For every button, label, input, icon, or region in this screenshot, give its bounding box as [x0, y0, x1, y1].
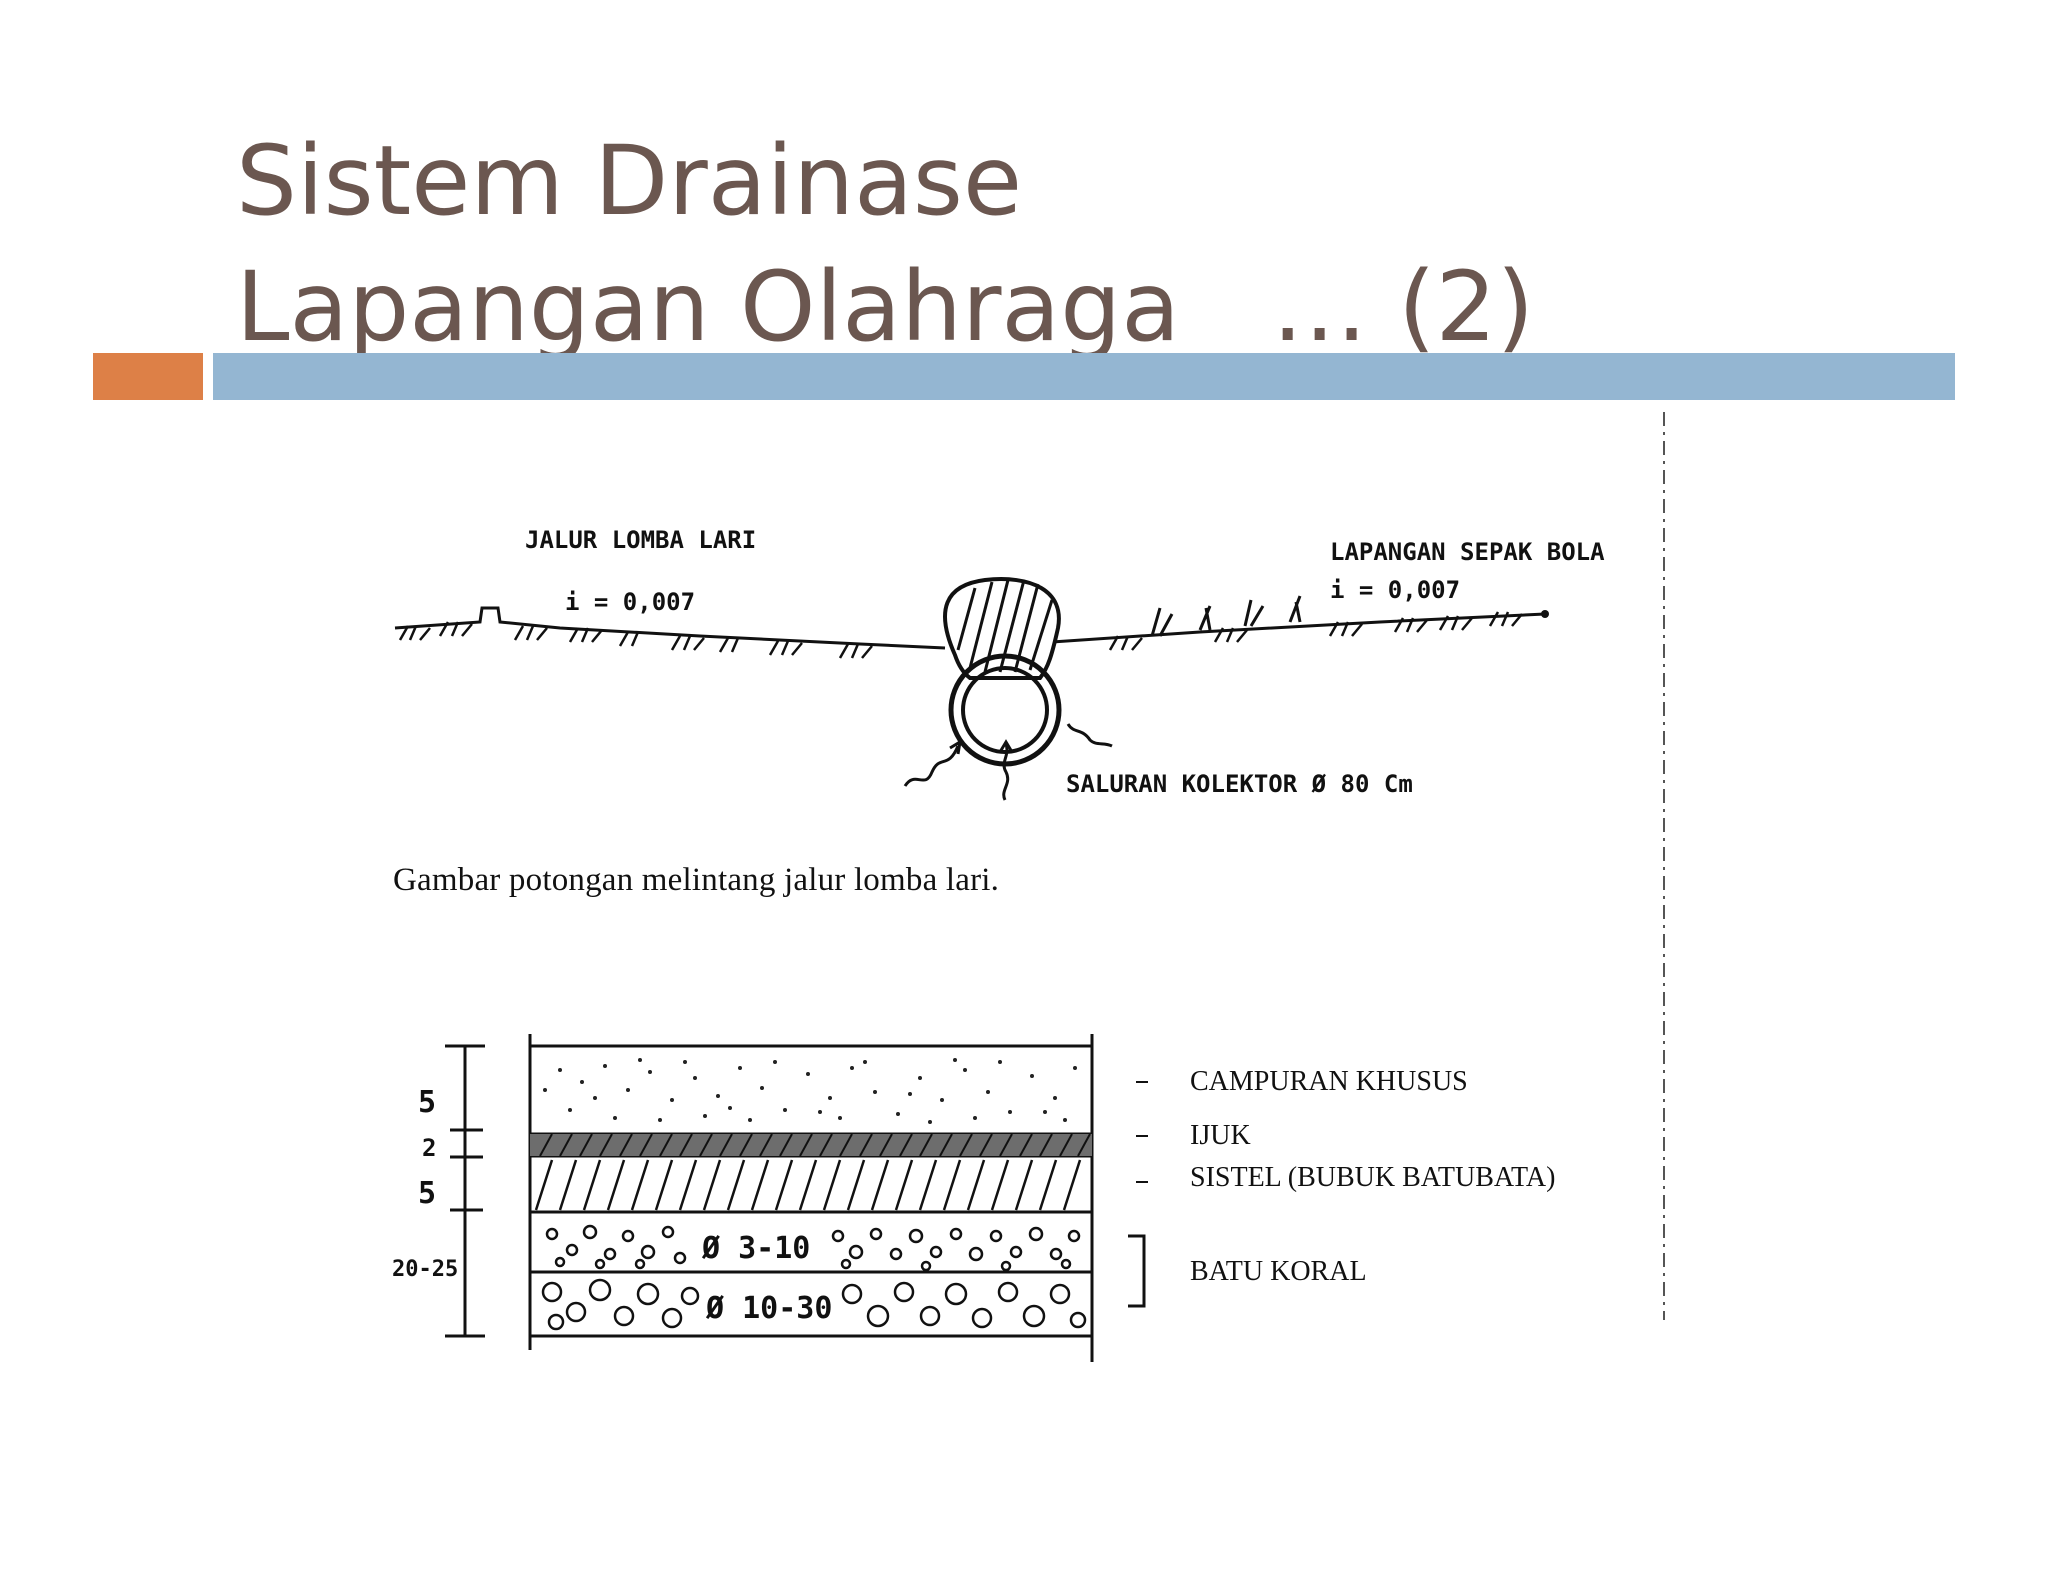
layer-sistel: [534, 1159, 1082, 1211]
title-line-1: Sistem Drainase: [236, 125, 1022, 237]
ground-line-left: [394, 606, 946, 650]
layer-fine-gravel: [545, 1224, 1081, 1272]
legend-sistel: SISTEL (BUBUK BATUBATA): [1190, 1162, 1555, 1193]
label-left-slope: i = 0,007: [565, 588, 695, 616]
accent-bar-orange: [93, 353, 203, 400]
dim-20-25: 20-25: [392, 1257, 458, 1282]
label-fine-aggregate: Ø 3-10: [701, 1231, 810, 1266]
label-coarse-aggregate: Ø 10-30: [705, 1291, 832, 1326]
layer-coarse-gravel: [541, 1278, 1087, 1331]
accent-bar-blue: [213, 353, 1955, 400]
flow-arrows: [903, 723, 1113, 801]
legend-batu-koral: BATU KORAL: [1190, 1256, 1367, 1287]
slide-title: Sistem Drainase Lapangan Olahraga … (2): [236, 118, 1534, 370]
title-line-2: Lapangan Olahraga … (2): [236, 251, 1535, 363]
dimension-line: [445, 1044, 485, 1338]
label-jalur-lomba-lari: JALUR LOMBA LARI: [525, 526, 756, 554]
label-right-slope: i = 0,007: [1330, 576, 1460, 604]
ground-line-right: [1051, 612, 1546, 644]
label-saluran-kolektor: SALURAN KOLEKTOR Ø 80 Cm: [1066, 770, 1413, 798]
layer-campuran-khusus: [543, 1058, 1077, 1124]
vegetation-marks: [1150, 595, 1302, 637]
dim-5-top: 5: [418, 1085, 436, 1120]
dim-2: 2: [422, 1134, 436, 1162]
legend-campuran-khusus: CAMPURAN KHUSUS: [1190, 1066, 1468, 1097]
dim-5-bottom: 5: [418, 1176, 436, 1211]
layer-section: 5 2 5 20-25: [392, 1034, 1555, 1362]
collector-gravel-cap: [943, 577, 1061, 680]
layer-ijuk: [530, 1133, 1092, 1157]
label-lapangan-sepak-bola: LAPANGAN SEPAK BOLA: [1330, 538, 1605, 566]
legend-ijuk: IJUK: [1190, 1120, 1251, 1151]
grass-tufts: [398, 611, 1523, 659]
figure-caption: Gambar potongan melintang jalur lomba la…: [393, 862, 1000, 898]
